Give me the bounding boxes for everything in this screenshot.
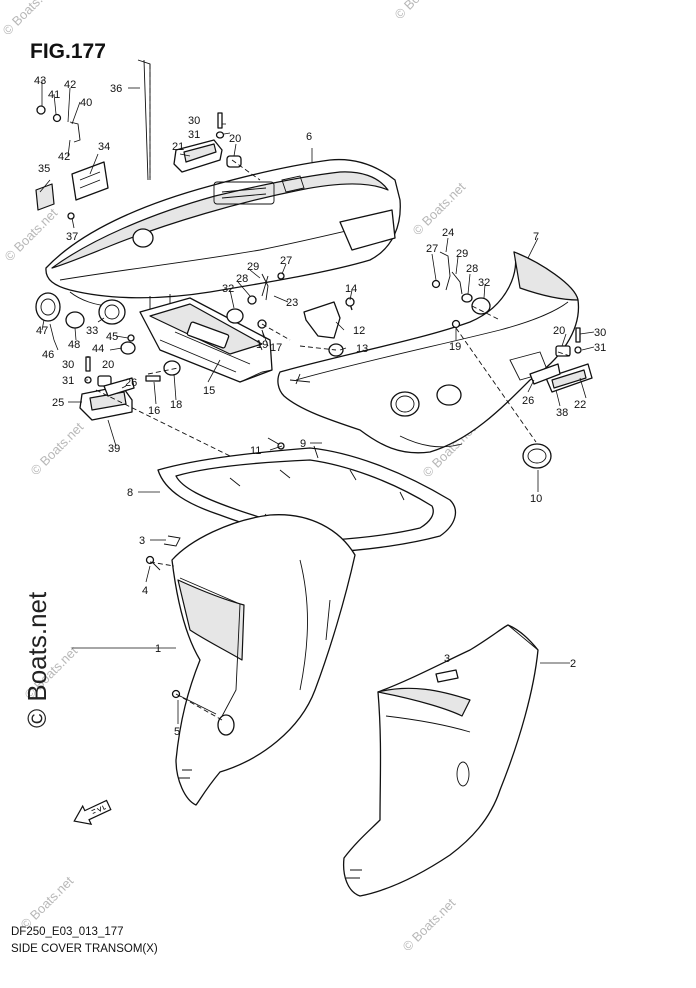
callout-45: 45 (106, 331, 118, 343)
watermark: © Boats.net (28, 419, 87, 478)
callout-17: 17 (270, 342, 282, 354)
watermark: © Boats.net (0, 0, 59, 38)
callout-31: 31 (188, 129, 200, 141)
callout-19: 19 (256, 339, 268, 351)
callout-48: 48 (68, 339, 80, 351)
fwd-arrow-icon (73, 799, 112, 826)
callout-35: 35 (38, 163, 50, 175)
callout-18: 18 (170, 399, 182, 411)
callout-31b: 31 (62, 375, 74, 387)
callout-21: 21 (172, 141, 184, 153)
watermark: © Boats.net (2, 205, 61, 264)
callout-22: 22 (574, 399, 586, 411)
callout-30c: 30 (594, 327, 606, 339)
hardware-parts (35, 59, 582, 715)
diagram-code: DF250_E03_013_177 (11, 926, 124, 938)
callout-20b: 20 (102, 359, 114, 371)
callout-12: 12 (353, 325, 365, 337)
callout-19b: 19 (449, 341, 461, 353)
callout-31c: 31 (594, 342, 606, 354)
part-7-side-cover-right (277, 251, 580, 454)
watermark: © Boats.net (400, 895, 459, 954)
callout-30b: 30 (62, 359, 74, 371)
callout-23: 23 (286, 297, 298, 309)
figure-title: FIG.177 (30, 40, 106, 63)
watermark-large: © Boats.net (22, 591, 52, 728)
callout-24: 24 (442, 227, 454, 239)
callout-14: 14 (345, 283, 357, 295)
callout-37: 37 (66, 231, 78, 243)
part-15-bracket (139, 297, 273, 383)
callout-27b: 27 (280, 255, 292, 267)
callout-13: 13 (356, 343, 368, 355)
callout-30: 30 (188, 115, 200, 127)
callout-5: 5 (174, 726, 180, 738)
callout-28: 28 (236, 273, 248, 285)
callout-33: 33 (86, 325, 98, 337)
callout-25: 25 (52, 397, 64, 409)
callout-32: 32 (222, 283, 234, 295)
part-8-seal (157, 447, 457, 553)
callout-46: 46 (42, 349, 54, 361)
callout-47: 47 (36, 325, 48, 337)
part-1-lower-cover-left (171, 514, 356, 806)
callout-26: 26 (125, 377, 137, 389)
callout-36: 36 (110, 83, 122, 95)
callout-20c: 20 (553, 325, 565, 337)
callout-42b: 42 (58, 151, 70, 163)
callout-34: 34 (98, 141, 110, 153)
assembly-lines (95, 64, 571, 721)
callout-20: 20 (229, 133, 241, 145)
callout-numbers: 1 2 3 3 4 5 6 7 8 9 10 11 12 13 14 15 16… (34, 75, 606, 738)
callout-44: 44 (92, 343, 104, 355)
callout-38: 38 (556, 407, 568, 419)
callout-40: 40 (80, 97, 92, 109)
callout-32b: 32 (478, 277, 490, 289)
watermark: © Boats.net (392, 0, 451, 22)
callout-3: 3 (139, 535, 145, 547)
callout-2: 2 (570, 658, 576, 670)
callout-9: 9 (300, 438, 306, 450)
callout-1: 1 (155, 643, 161, 655)
part-10-plug (522, 443, 552, 469)
callout-6: 6 (306, 131, 312, 143)
callout-42: 42 (64, 79, 76, 91)
callout-27: 27 (426, 243, 438, 255)
callout-26b: 26 (522, 395, 534, 407)
part-22-grip-right (545, 363, 593, 393)
callout-15: 15 (203, 385, 215, 397)
watermark: © Boats.net (410, 179, 469, 238)
part-2-lower-cover-right (342, 624, 539, 897)
callout-41: 41 (48, 89, 60, 101)
callout-29: 29 (247, 261, 259, 273)
callout-10: 10 (530, 493, 542, 505)
callout-8: 8 (127, 487, 133, 499)
callout-39: 39 (108, 443, 120, 455)
diagram-caption: SIDE COVER TRANSOM(X) (11, 943, 158, 955)
callout-28b: 28 (466, 263, 478, 275)
callout-43: 43 (34, 75, 46, 87)
callout-16: 16 (148, 405, 160, 417)
leader-lines (39, 80, 595, 724)
callout-29b: 29 (456, 248, 468, 260)
callout-7: 7 (533, 231, 539, 243)
watermark: © Boats.net (18, 873, 77, 932)
callout-4: 4 (142, 585, 148, 597)
callout-11: 11 (250, 445, 261, 457)
callout-3b: 3 (444, 653, 450, 665)
